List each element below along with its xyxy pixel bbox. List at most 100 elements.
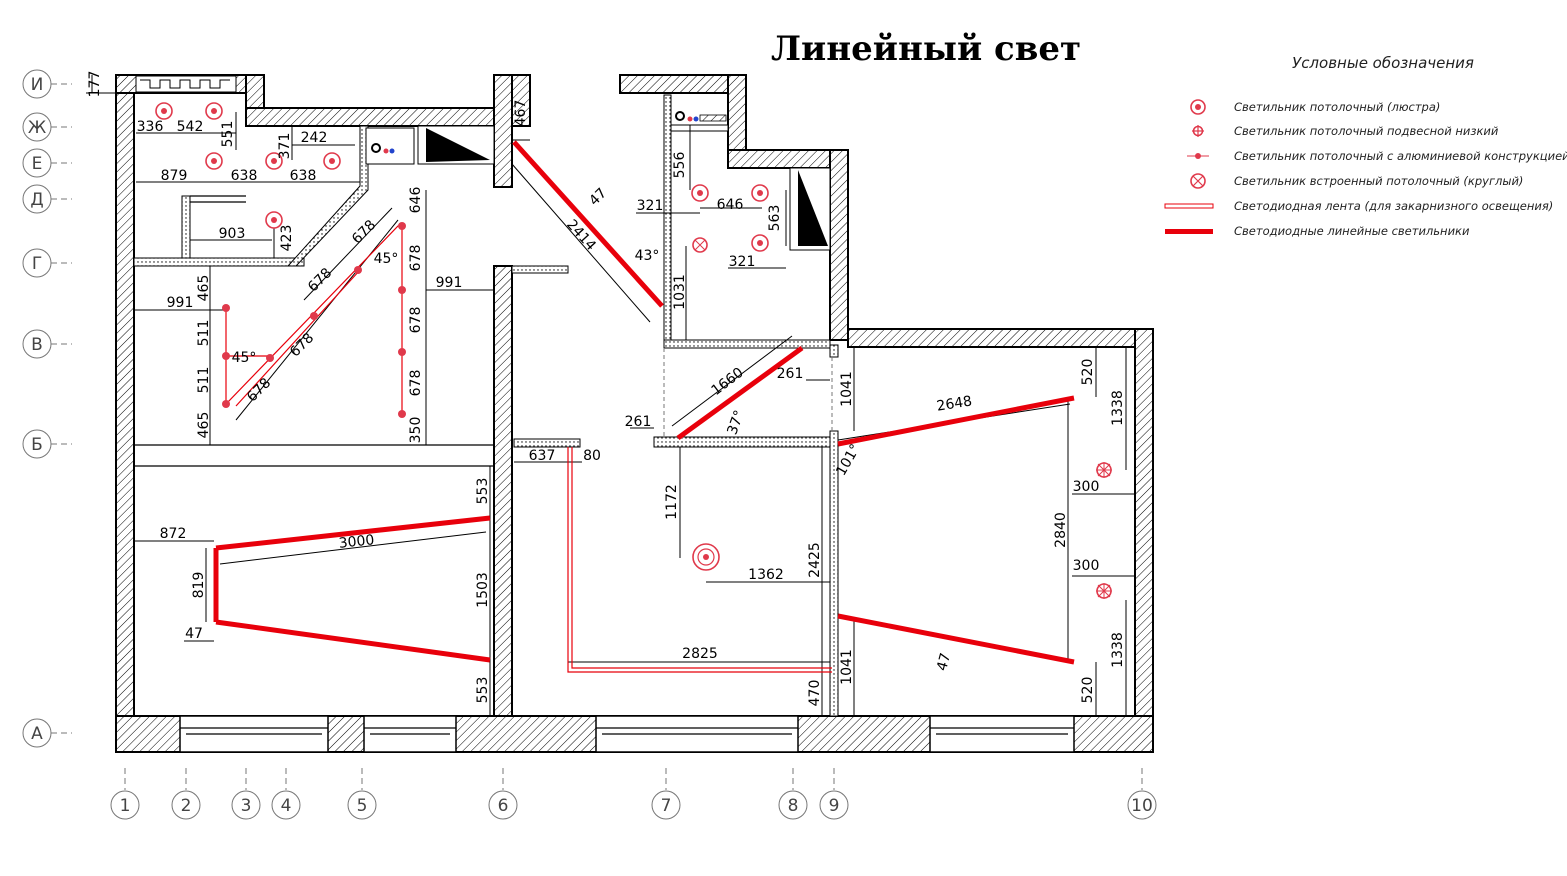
svg-text:2: 2 — [181, 796, 192, 816]
svg-text:47: 47 — [586, 185, 610, 209]
axis-row-v: В — [22, 329, 72, 359]
svg-text:1172: 1172 — [664, 484, 680, 520]
svg-text:80: 80 — [583, 448, 601, 464]
axis-col-5: 5 — [347, 768, 377, 820]
chandelier-fixture — [691, 184, 709, 202]
chandelier-fixture — [692, 543, 720, 571]
svg-text:45°: 45° — [374, 251, 399, 267]
svg-text:678: 678 — [305, 265, 335, 295]
axis-col-6: 6 — [488, 768, 518, 820]
svg-text:872: 872 — [160, 526, 187, 542]
recessed-round-icon — [1190, 173, 1206, 189]
svg-text:7: 7 — [661, 796, 672, 816]
svg-text:2825: 2825 — [682, 646, 718, 662]
svg-text:470: 470 — [807, 680, 823, 707]
svg-text:47: 47 — [934, 651, 954, 672]
axis-row-a: А — [22, 718, 72, 748]
dimension-lines — [86, 75, 1135, 716]
aluminium-track-icon — [1187, 153, 1209, 159]
pendant-low-fixture — [1096, 462, 1112, 478]
svg-text:465: 465 — [196, 412, 212, 439]
svg-text:1338: 1338 — [1110, 632, 1126, 668]
svg-text:6: 6 — [498, 796, 509, 816]
led-line-left-bottom — [215, 619, 491, 663]
svg-text:551: 551 — [220, 121, 236, 148]
led-line-left-top — [215, 515, 491, 551]
svg-text:520: 520 — [1080, 677, 1096, 704]
svg-text:678: 678 — [408, 245, 424, 272]
walls — [115, 74, 1154, 753]
svg-text:Ж: Ж — [28, 118, 46, 138]
led-linear-fixtures — [213, 140, 1075, 665]
pendant-low-icon — [1192, 125, 1204, 137]
svg-text:556: 556 — [672, 152, 688, 179]
svg-text:563: 563 — [767, 205, 783, 232]
svg-text:261: 261 — [777, 366, 804, 382]
svg-text:Б: Б — [31, 435, 43, 455]
svg-text:465: 465 — [196, 275, 212, 302]
svg-text:300: 300 — [1073, 558, 1100, 574]
svg-text:350: 350 — [408, 417, 424, 444]
legend-label-linear: Светодиодные линейные светильники — [1234, 224, 1470, 238]
svg-text:И: И — [31, 75, 44, 95]
axis-row-i: И — [22, 69, 72, 99]
led-strip-icon — [1164, 203, 1214, 209]
svg-text:37°: 37° — [724, 408, 748, 437]
aluminium-track-spot — [398, 222, 406, 230]
stair-radiator — [135, 75, 237, 93]
led-line-diagonal-middle — [676, 345, 804, 441]
legend-label-track: Светильник потолочный с алюминиевой конс… — [1234, 149, 1567, 163]
svg-text:371: 371 — [277, 133, 293, 160]
svg-text:3: 3 — [241, 796, 252, 816]
svg-text:553: 553 — [475, 677, 491, 704]
svg-text:2648: 2648 — [936, 393, 974, 414]
svg-text:1041: 1041 — [839, 371, 855, 407]
svg-text:Г: Г — [32, 254, 42, 274]
svg-text:321: 321 — [729, 254, 756, 270]
dimension-labels: 177 336 542 551 371 242 467 879 638 638 … — [87, 71, 1126, 707]
svg-text:903: 903 — [219, 226, 246, 242]
chandelier-fixture — [751, 184, 769, 202]
svg-text:177: 177 — [87, 71, 103, 98]
svg-text:5: 5 — [357, 796, 368, 816]
svg-text:520: 520 — [1080, 359, 1096, 386]
axis-col-8: 8 — [778, 768, 808, 820]
chandelier-fixture — [205, 152, 223, 170]
legend-label-recessed: Светильник встроенный потолочный (круглы… — [1234, 174, 1523, 188]
axis-col-9: 9 — [819, 768, 849, 820]
chandelier-fixture — [265, 152, 283, 170]
axis-row-g: Г — [22, 248, 72, 278]
svg-text:Д: Д — [30, 190, 43, 210]
led-line-diagonal-top — [512, 140, 664, 308]
axis-col-3: 3 — [231, 768, 261, 820]
svg-text:678: 678 — [244, 375, 274, 405]
svg-text:678: 678 — [287, 330, 317, 360]
svg-text:336: 336 — [137, 119, 164, 135]
svg-text:242: 242 — [301, 130, 328, 146]
legend-title: Условные обозначения — [1292, 54, 1474, 72]
boiler-units — [365, 111, 831, 251]
svg-text:637: 637 — [529, 448, 556, 464]
svg-text:638: 638 — [231, 168, 258, 184]
svg-text:646: 646 — [408, 187, 424, 214]
aluminium-track-spot — [398, 348, 406, 356]
axis-row-e: Е — [22, 148, 72, 178]
legend-label-chandelier: Светильник потолочный (люстра) — [1234, 100, 1440, 114]
legend-label-strip: Светодиодная лента (для закарнизного осв… — [1234, 199, 1553, 213]
svg-text:1362: 1362 — [748, 567, 784, 583]
svg-text:991: 991 — [167, 295, 194, 311]
axis-row-d: Д — [22, 184, 72, 214]
svg-text:9: 9 — [829, 796, 840, 816]
svg-text:1041: 1041 — [839, 649, 855, 685]
aluminium-track-spot — [310, 312, 318, 320]
svg-text:1503: 1503 — [475, 572, 491, 608]
svg-text:8: 8 — [788, 796, 799, 816]
drawing-title: Линейный свет — [771, 29, 1081, 69]
chandelier-icon — [1190, 99, 1206, 115]
svg-text:3000: 3000 — [338, 532, 375, 552]
chandelier-fixture — [751, 234, 769, 252]
svg-text:300: 300 — [1073, 479, 1100, 495]
svg-text:678: 678 — [408, 370, 424, 397]
chandelier-fixture — [323, 152, 341, 170]
aluminium-track-spot — [398, 286, 406, 294]
